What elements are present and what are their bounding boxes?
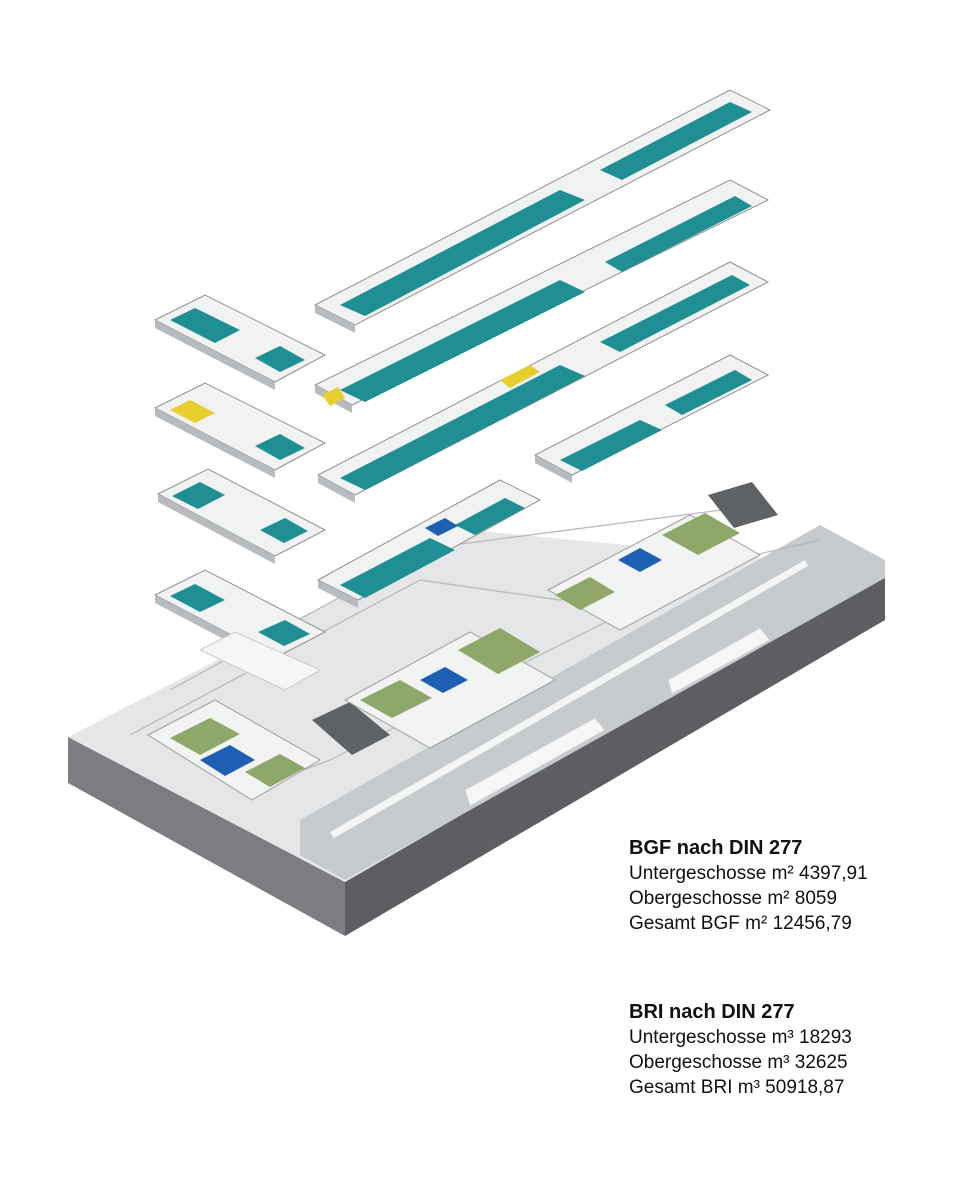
bgf-line-untergeschosse: Untergeschosse m² 4397,91	[629, 863, 868, 884]
bri-heading: BRI nach DIN 277	[629, 1001, 795, 1023]
courtyard-green	[170, 718, 240, 755]
courtyard-green	[360, 680, 432, 718]
plinth-right-face	[345, 570, 885, 936]
bri-summary: BRI nach DIN 277 Untergeschosse m³ 18293…	[629, 1000, 852, 1100]
ramp	[708, 482, 778, 528]
bri-line-obergeschosse: Obergeschosse m³ 32625	[629, 1052, 848, 1073]
road-band	[300, 525, 885, 880]
planter	[464, 717, 606, 807]
ground-floor-blocks	[146, 513, 762, 801]
pool-blue	[618, 548, 662, 572]
floor-slab	[316, 479, 542, 608]
main-wing-floors	[313, 89, 772, 608]
bri-line-untergeschosse: Untergeschosse m³ 18293	[629, 1027, 852, 1048]
courtyard-green	[662, 513, 740, 555]
floor-slab	[153, 294, 327, 390]
floor-slab	[156, 468, 327, 564]
floor-slab	[313, 89, 772, 333]
courtyard-green	[245, 754, 305, 787]
floor-slab	[533, 354, 770, 483]
plinth-front-face	[68, 737, 345, 936]
floor-slab	[316, 261, 770, 503]
courtyard-green	[555, 577, 615, 610]
bgf-summary: BGF nach DIN 277 Untergeschosse m² 4397,…	[629, 836, 868, 936]
floor-slab	[153, 382, 327, 478]
pool-blue	[200, 745, 255, 776]
ramp	[312, 702, 390, 755]
bri-line-gesamt: Gesamt BRI m³ 50918,87	[629, 1077, 845, 1098]
pool-blue	[420, 667, 468, 693]
road-curb	[330, 560, 808, 838]
bgf-line-gesamt: Gesamt BGF m² 12456,79	[629, 913, 852, 934]
planter	[667, 627, 771, 695]
base-volume	[198, 631, 322, 691]
bgf-heading: BGF nach DIN 277	[629, 837, 803, 859]
left-wing-floors	[153, 294, 327, 666]
floor-slab	[313, 179, 770, 413]
bgf-line-obergeschosse: Obergeschosse m² 8059	[629, 888, 838, 909]
courtyard-green	[458, 628, 540, 674]
